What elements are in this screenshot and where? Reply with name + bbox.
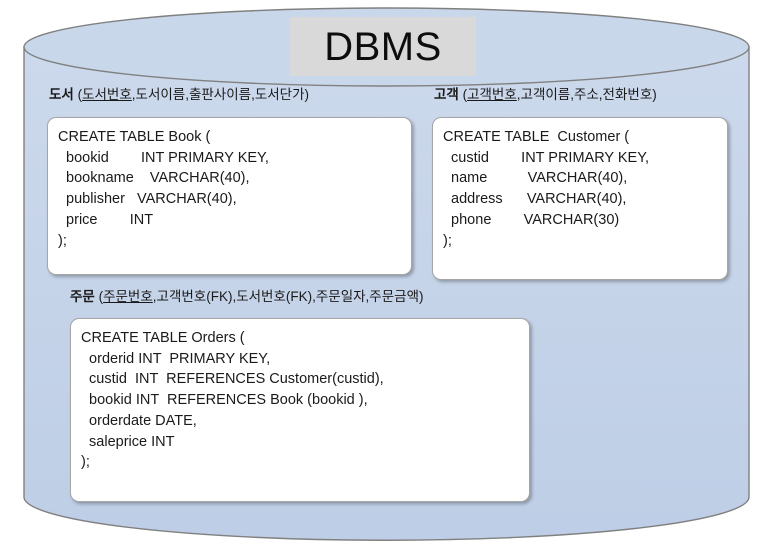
attributes-book: ,도서이름,출판사이름,도서단가) [131,87,309,102]
primary-key-orders: 주문번호 [103,289,153,304]
relation-name-customer: 고객 [434,87,459,102]
schema-caption-orders: 주문 (주문번호,고객번호(FK),도서번호(FK),주문일자,주문금액) [70,290,423,304]
attributes-customer: ,고객이름,주소,전화번호) [516,87,657,102]
caption-open-paren-book: ( [73,87,83,102]
sql-text-book: CREATE TABLE Book ( bookid INT PRIMARY K… [58,129,269,249]
sql-text-customer: CREATE TABLE Customer ( custid INT PRIMA… [443,129,650,249]
sql-box-orders: CREATE TABLE Orders ( orderid INT PRIMAR… [70,318,530,502]
sql-box-book: CREATE TABLE Book ( bookid INT PRIMARY K… [47,117,412,275]
schema-caption-book: 도서 (도서번호,도서이름,출판사이름,도서단가) [49,88,309,102]
sql-text-orders: CREATE TABLE Orders ( orderid INT PRIMAR… [81,330,384,471]
caption-open-paren-customer: ( [458,87,468,102]
page-title: DBMS [324,24,442,69]
primary-key-customer: 고객번호 [467,87,517,102]
dbms-title-plate: DBMS [290,17,476,76]
schema-caption-customer: 고객 (고객번호,고객이름,주소,전화번호) [434,88,657,102]
primary-key-book: 도서번호 [82,87,132,102]
attributes-orders: ,고객번호(FK),도서번호(FK),주문일자,주문금액) [152,289,424,304]
relation-name-book: 도서 [49,87,74,102]
relation-name-orders: 주문 [70,289,95,304]
caption-open-paren-orders: ( [94,289,104,304]
sql-box-customer: CREATE TABLE Customer ( custid INT PRIMA… [432,117,728,280]
